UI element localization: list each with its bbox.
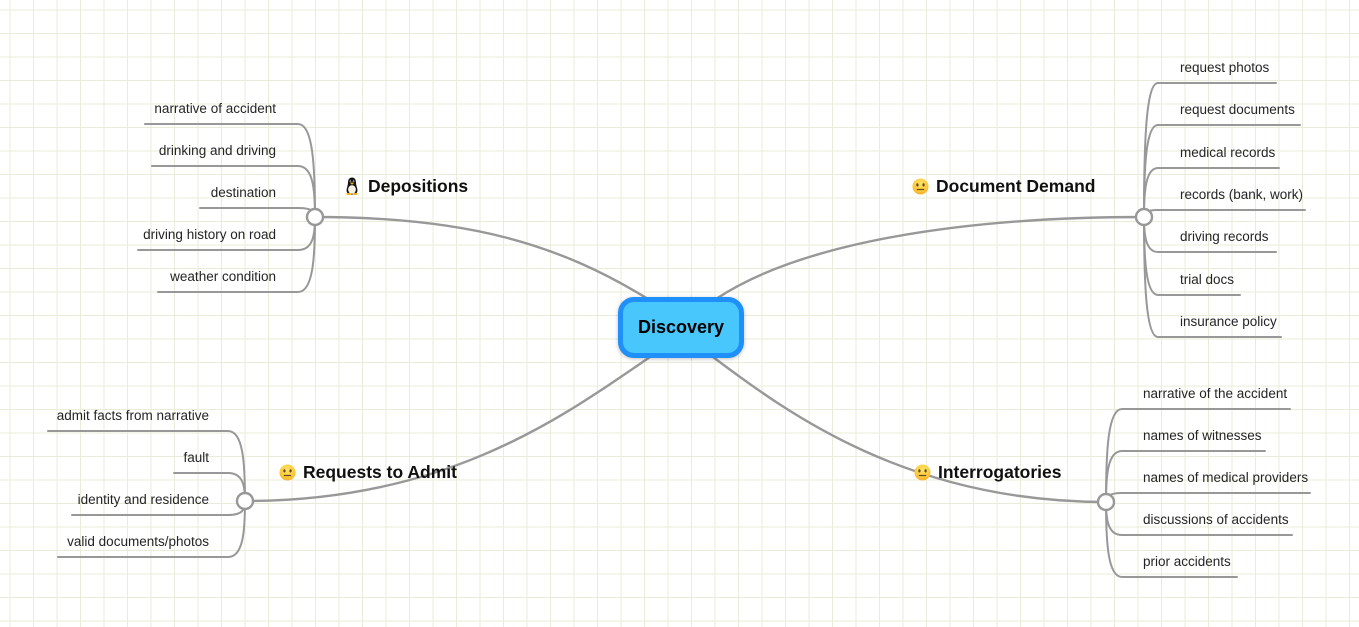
child-connector [1143,216,1282,338]
branch-label: Requests to Admit [303,462,457,482]
child-connector [1105,408,1291,503]
branch-node-depositions[interactable]: Depositions [343,176,468,196]
branch-label: Document Demand [936,176,1096,196]
child-connector [157,216,316,293]
branch-label: Interrogatories [938,462,1062,482]
branch-connector-requests-to-admit [243,355,652,503]
child-connector [1105,492,1311,503]
mindmap-child-node[interactable]: admit facts from narrative [56,408,209,423]
mindmap-child-node[interactable]: valid documents/photos [67,534,209,549]
mindmap-child-node[interactable]: request photos [1180,60,1270,75]
mindmap-child-node[interactable]: prior accidents [1143,554,1231,569]
mindmap-child-node[interactable]: records (bank, work) [1180,187,1304,202]
mindmap-child-node[interactable]: discussions of accidents [1143,512,1289,527]
branch-collapse-handle[interactable] [235,491,255,511]
mindmap-child-node[interactable]: names of medical providers [1143,470,1309,485]
mindmap-child-node[interactable]: driving records [1180,229,1269,244]
mindmap-child-node[interactable]: destination [210,185,276,200]
child-connector [199,207,316,218]
mindmap-child-node[interactable]: weather condition [170,269,276,284]
mindmap-child-node[interactable]: insurance policy [1180,314,1277,329]
root-node[interactable]: Discovery [618,297,744,358]
child-connector [57,500,246,558]
branch-connector-depositions [313,215,650,301]
mindmap-child-node[interactable]: names of witnesses [1143,428,1262,443]
mindmap-child-node[interactable]: fault [183,450,209,465]
branch-collapse-handle[interactable] [305,207,325,227]
child-connector [1143,209,1306,218]
child-connector [1105,501,1238,578]
child-connector [1143,124,1301,218]
branch-connector-interrogatories [711,355,1108,504]
branch-node-interrogatories[interactable]: Interrogatories [913,462,1062,482]
mindmap-child-node[interactable]: drinking and driving [158,143,276,158]
branch-node-requests-to-admit[interactable]: Requests to Admit [278,462,457,482]
branch-label: Depositions [368,176,469,196]
branch-collapse-handle[interactable] [1134,207,1154,227]
branch-connector-document-demand [714,215,1146,301]
mindmap-child-node[interactable]: driving history on road [143,227,276,242]
mindmap-child-node[interactable]: narrative of the accident [1143,386,1288,401]
mindmap-child-node[interactable]: medical records [1180,145,1276,160]
child-connector [144,123,316,218]
branch-collapse-handle[interactable] [1096,492,1116,512]
root-node-label: Discovery [637,317,725,337]
mindmap-child-node[interactable]: identity and residence [77,492,209,507]
penguin-icon [343,177,361,195]
mindmap-child-node[interactable]: narrative of accident [154,101,276,116]
branch-node-document-demand[interactable]: Document Demand [911,176,1095,196]
neutral-face-icon [911,177,929,195]
neutral-face-icon [278,463,296,481]
mindmap-child-node[interactable]: trial docs [1180,272,1235,287]
mindmap-child-node[interactable]: request documents [1180,102,1295,117]
neutral-face-icon [913,463,931,481]
